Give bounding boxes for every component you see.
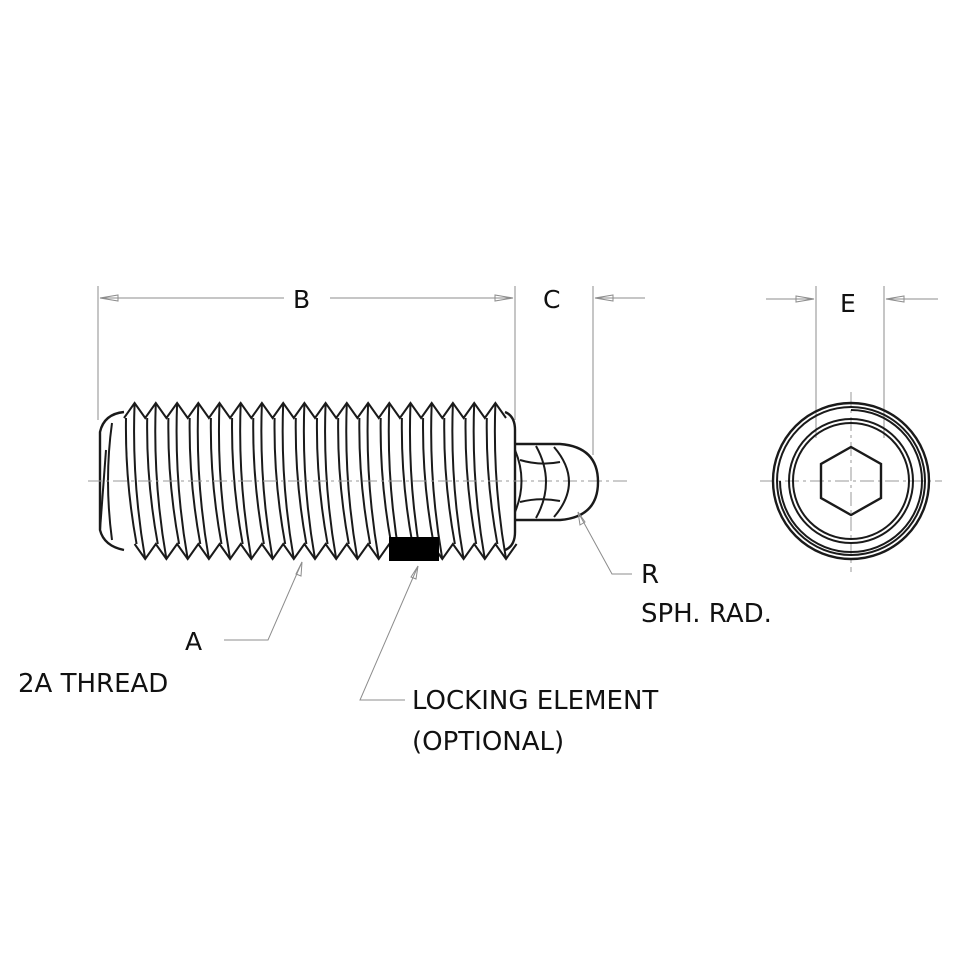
thread-class-label: 2A THREAD bbox=[18, 669, 169, 699]
leader-locking bbox=[359, 565, 419, 701]
dimension-e bbox=[766, 286, 938, 438]
leader-a bbox=[224, 561, 303, 641]
locking-element-label: LOCKING ELEMENT bbox=[412, 686, 659, 716]
dimension-c-label: C bbox=[543, 285, 561, 314]
thread-crest-line bbox=[133, 402, 147, 560]
thread-crest-line bbox=[451, 402, 465, 560]
dimension-c bbox=[592, 286, 645, 455]
radius-letter-label: R bbox=[641, 560, 660, 590]
dimension-e-label: E bbox=[840, 289, 856, 318]
thread-crest-line bbox=[175, 402, 189, 560]
radius-text-label: SPH. RAD. bbox=[641, 599, 772, 629]
end-view bbox=[760, 392, 942, 572]
plunger-nose bbox=[514, 442, 600, 522]
dimension-a-label: A bbox=[185, 627, 203, 656]
locking-element-patch bbox=[389, 537, 439, 561]
thread-root-line bbox=[231, 417, 244, 545]
thread-crest-line bbox=[281, 402, 295, 560]
thread-root-line bbox=[400, 417, 414, 545]
thread-root-line bbox=[124, 417, 138, 545]
dimension-b bbox=[97, 286, 516, 420]
leader-r bbox=[577, 511, 632, 575]
thread-crest-line bbox=[302, 402, 316, 560]
thread-root-line bbox=[358, 417, 372, 545]
locking-optional-label: (OPTIONAL) bbox=[412, 727, 565, 757]
dimension-b-label: B bbox=[293, 285, 311, 314]
thread-root-line bbox=[252, 417, 265, 545]
